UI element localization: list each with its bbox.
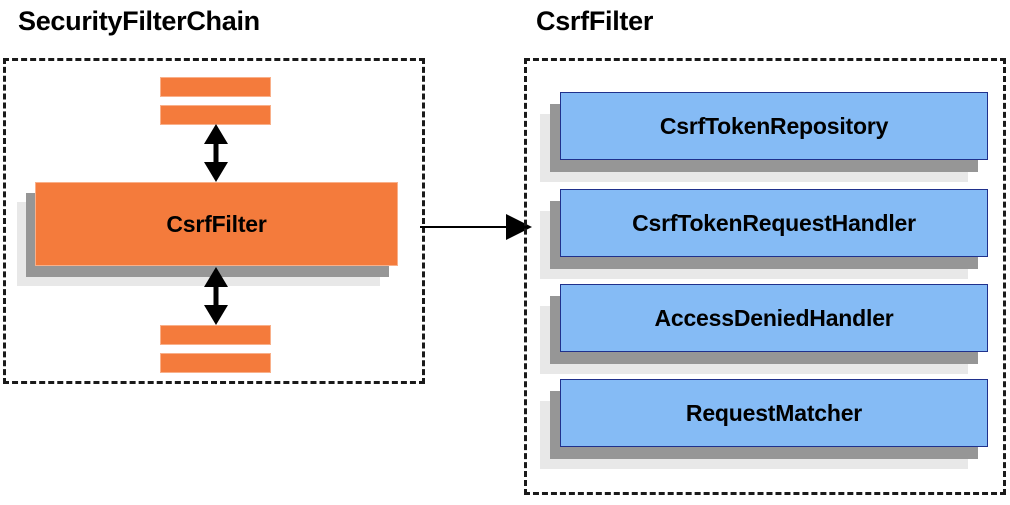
security-filter-chain-container <box>3 58 425 384</box>
filter-stub-below-1 <box>160 325 271 345</box>
filter-stub-above-1 <box>160 77 271 97</box>
csrf-filter-card[interactable]: CsrfFilter <box>17 182 400 286</box>
collaborator-card-face: CsrfTokenRequestHandler <box>560 189 988 257</box>
csrf-filter-title: CsrfFilter <box>536 6 654 36</box>
collaborator-label: RequestMatcher <box>685 399 863 426</box>
collaborator-card-face: CsrfTokenRepository <box>560 92 988 160</box>
csrf-filter-card-face: CsrfFilter <box>35 182 398 266</box>
filter-stub-above-2 <box>160 105 271 125</box>
collaborator-card-face: AccessDeniedHandler <box>560 284 988 352</box>
filter-chain-arrow-up <box>199 124 233 182</box>
csrf-filter-container <box>524 58 1006 495</box>
collaborator-card-csrf-token-repository[interactable]: CsrfTokenRepository <box>540 92 990 182</box>
collaborator-label: CsrfTokenRequestHandler <box>632 209 916 236</box>
collaborator-card-csrf-token-request-handler[interactable]: CsrfTokenRequestHandler <box>540 189 990 279</box>
collaborator-label: CsrfTokenRepository <box>659 112 889 139</box>
filter-chain-arrow-down <box>199 267 233 325</box>
collaborator-label: AccessDeniedHandler <box>654 304 894 331</box>
csrf-filter-card-label: CsrfFilter <box>166 210 267 237</box>
collaborator-card-request-matcher[interactable]: RequestMatcher <box>540 379 990 469</box>
collaborator-card-access-denied-handler[interactable]: AccessDeniedHandler <box>540 284 990 374</box>
filter-stub-below-2 <box>160 353 271 373</box>
security-filter-chain-title: SecurityFilterChain <box>18 6 260 36</box>
csrf-filter-expansion-arrow <box>420 212 532 242</box>
collaborator-card-face: RequestMatcher <box>560 379 988 447</box>
